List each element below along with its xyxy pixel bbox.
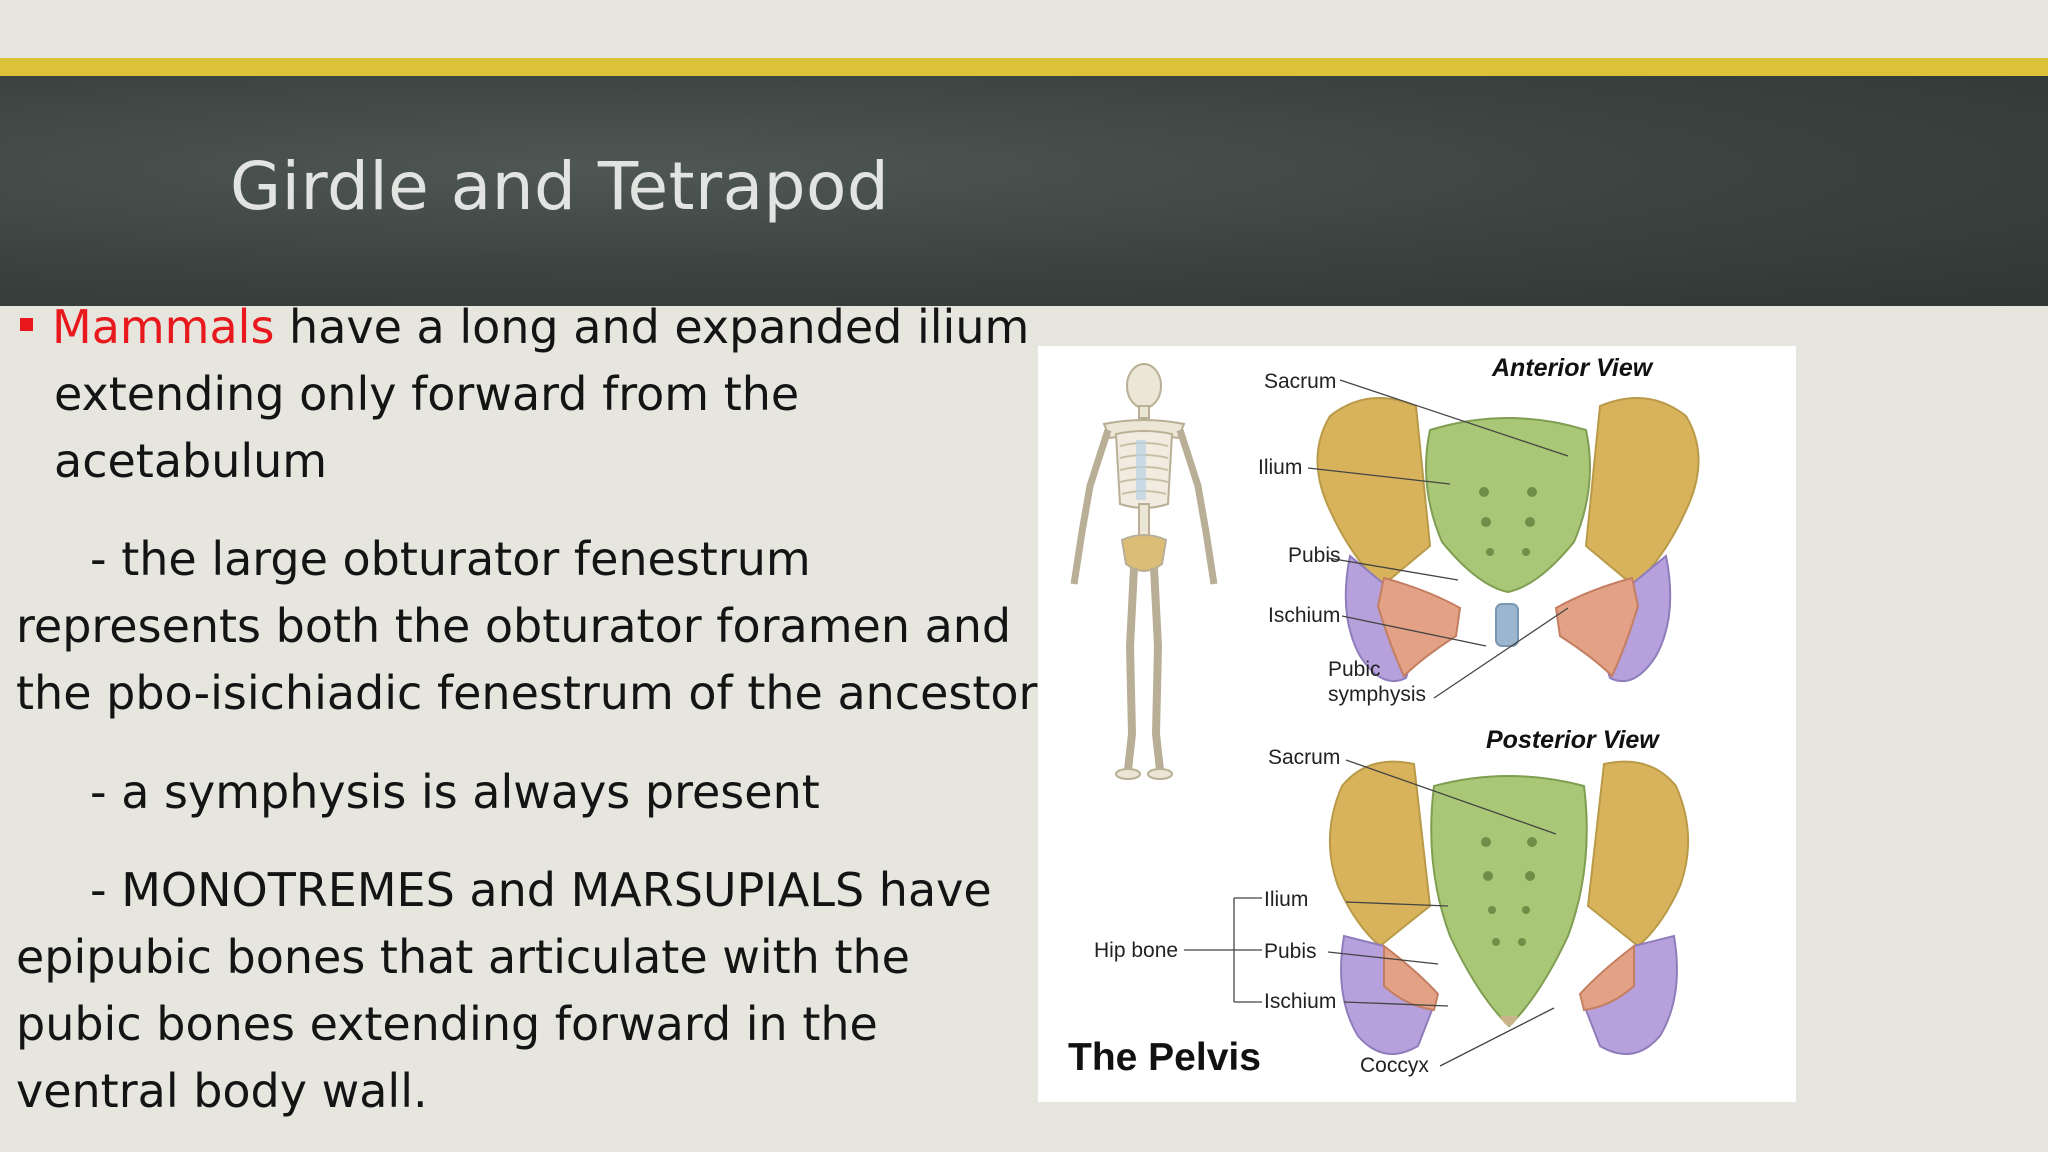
bullet-icon xyxy=(20,318,33,331)
sub3-line-1: - MONOTREMES and MARSUPIALS have xyxy=(90,863,992,917)
label-coccyx: Coccyx xyxy=(1360,1054,1429,1077)
sub1-line-1: - the large obturator fenestrum xyxy=(90,532,811,586)
label-sacrum-anterior: Sacrum xyxy=(1264,370,1336,393)
bullet-line-3: acetabulum xyxy=(54,434,328,488)
anterior-view-heading: Anterior View xyxy=(1491,354,1654,382)
bullet-line-2: extending only forward from the xyxy=(54,367,800,421)
label-ischium-anterior: Ischium xyxy=(1268,604,1340,627)
bullet-line-1-rest: have a long and expanded ilium xyxy=(274,300,1030,354)
pelvis-anterior-view xyxy=(1316,397,1700,683)
bullet-line-1: Mammals have a long and expanded ilium xyxy=(52,294,1029,361)
header-accent-bar xyxy=(0,58,2048,76)
figure-caption: The Pelvis xyxy=(1068,1036,1261,1079)
pelvis-posterior-view xyxy=(1328,760,1690,1055)
label-pubis-posterior: Pubis xyxy=(1264,940,1317,963)
posterior-view-heading: Posterior View xyxy=(1486,726,1660,754)
mammals-highlight: Mammals xyxy=(52,300,275,354)
label-pubic-anterior: Pubic xyxy=(1328,658,1381,681)
label-symphysis-anterior: symphysis xyxy=(1328,683,1426,706)
label-hip-bone: Hip bone xyxy=(1094,939,1178,962)
label-ilium-anterior: Ilium xyxy=(1258,456,1302,479)
label-ilium-posterior: Ilium xyxy=(1264,888,1308,911)
label-ischium-posterior: Ischium xyxy=(1264,990,1336,1013)
label-sacrum-posterior: Sacrum xyxy=(1268,746,1340,769)
sub3-line-3: pubic bones extending forward in the xyxy=(16,997,878,1051)
pelvis-figure: Anterior View Sacrum Ilium Pubis Ischium… xyxy=(1038,346,1796,1102)
sub3-line-2: epipubic bones that articulate with the xyxy=(16,930,910,984)
leader-lines xyxy=(1184,379,1569,1067)
skeleton-figure xyxy=(1070,363,1218,780)
label-pubis-anterior: Pubis xyxy=(1288,544,1341,567)
slide-title: Girdle and Tetrapod xyxy=(230,148,890,225)
pelvis-illustration: Anterior View Sacrum Ilium Pubis Ischium… xyxy=(1068,354,1700,1079)
title-banner xyxy=(0,76,2048,306)
sub1-line-2: represents both the obturator foramen an… xyxy=(16,599,1012,653)
sub3-line-4: ventral body wall. xyxy=(16,1064,428,1118)
sub1-line-3: the pbo-isichiadic fenestrum of the ance… xyxy=(16,666,1048,720)
sub2-line-1: - a symphysis is always present xyxy=(90,765,820,819)
